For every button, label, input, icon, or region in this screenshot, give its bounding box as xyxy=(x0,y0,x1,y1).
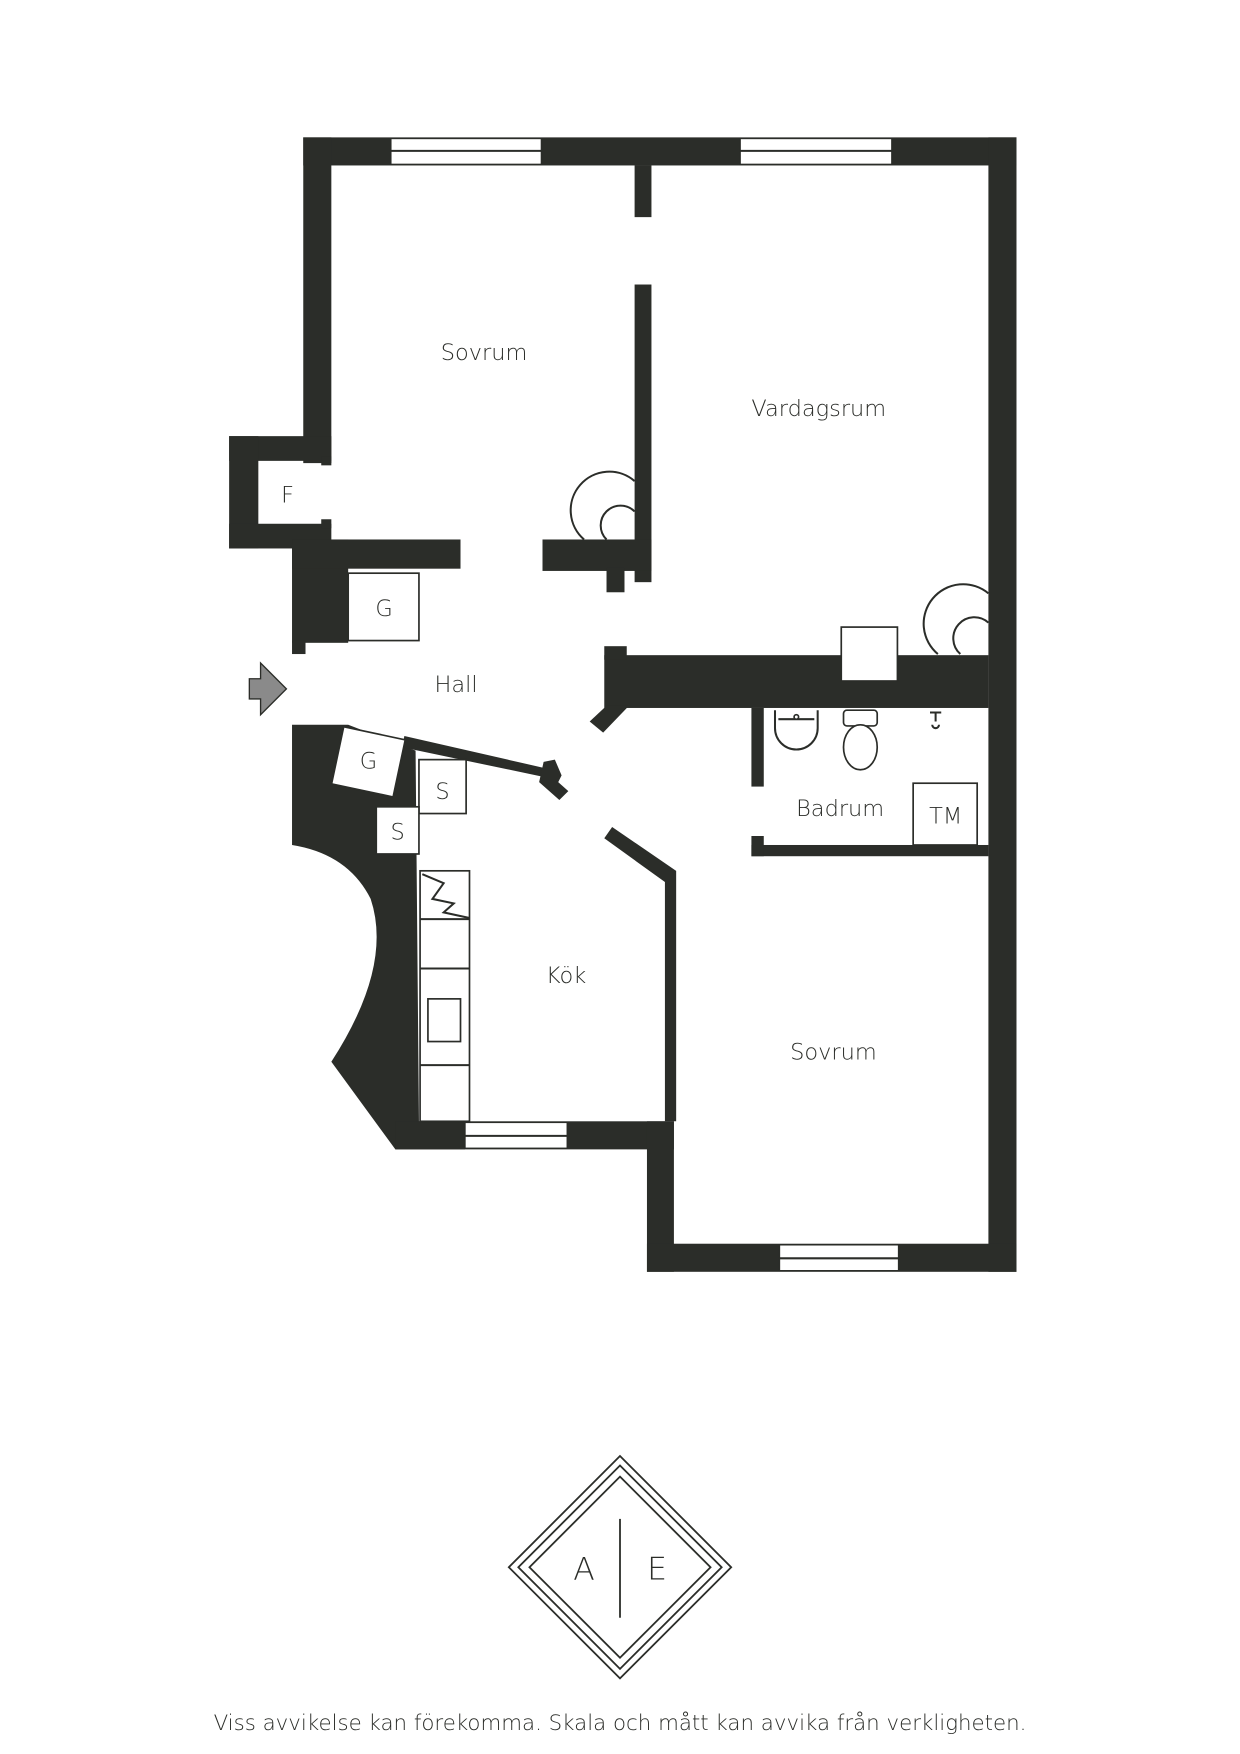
fixture-s1 xyxy=(418,758,467,815)
room-vardagsrum: Vardagsrum xyxy=(751,396,886,422)
walls xyxy=(229,137,1017,1272)
fixture-label-tm: TM xyxy=(929,804,962,830)
fixture-g-hall xyxy=(347,572,420,642)
windows xyxy=(390,137,900,1272)
room-labels: Sovrum Vardagsrum Hall Kök Badrum Sovrum… xyxy=(281,340,962,1066)
logo-letter-a: A xyxy=(573,1552,595,1588)
fixture-g-lower xyxy=(330,725,407,798)
fixture-label-g1: G xyxy=(375,596,392,622)
fixture-label-f: F xyxy=(281,482,294,508)
fixtures xyxy=(330,572,979,1123)
kitchen-counter xyxy=(419,869,471,1123)
disclaimer: Viss avvikelse kan förekomma. Skala och … xyxy=(214,1711,1027,1736)
entry-arrow-icon xyxy=(248,661,288,717)
cabinet xyxy=(840,626,899,682)
sink-icon xyxy=(427,998,462,1043)
room-sovrum-top: Sovrum xyxy=(441,340,528,366)
room-badrum: Badrum xyxy=(796,796,884,822)
logo: A E xyxy=(507,1454,733,1680)
toilet-icon xyxy=(842,709,879,771)
washbasin-icon xyxy=(773,710,819,751)
fixture-s2 xyxy=(375,805,420,855)
fixture-label-g2: G xyxy=(360,749,377,775)
fixture-label-s1: S xyxy=(435,779,449,805)
room-sovrum-bottom: Sovrum xyxy=(790,1040,877,1066)
room-hall: Hall xyxy=(434,672,477,698)
door-swings xyxy=(569,470,990,655)
room-kok: Kök xyxy=(546,963,586,989)
logo-letter-e: E xyxy=(647,1552,667,1588)
fixture-label-s2: S xyxy=(390,819,404,845)
fixture-tm xyxy=(912,782,979,846)
shower-icon xyxy=(930,711,942,730)
stove-icon xyxy=(421,873,470,919)
